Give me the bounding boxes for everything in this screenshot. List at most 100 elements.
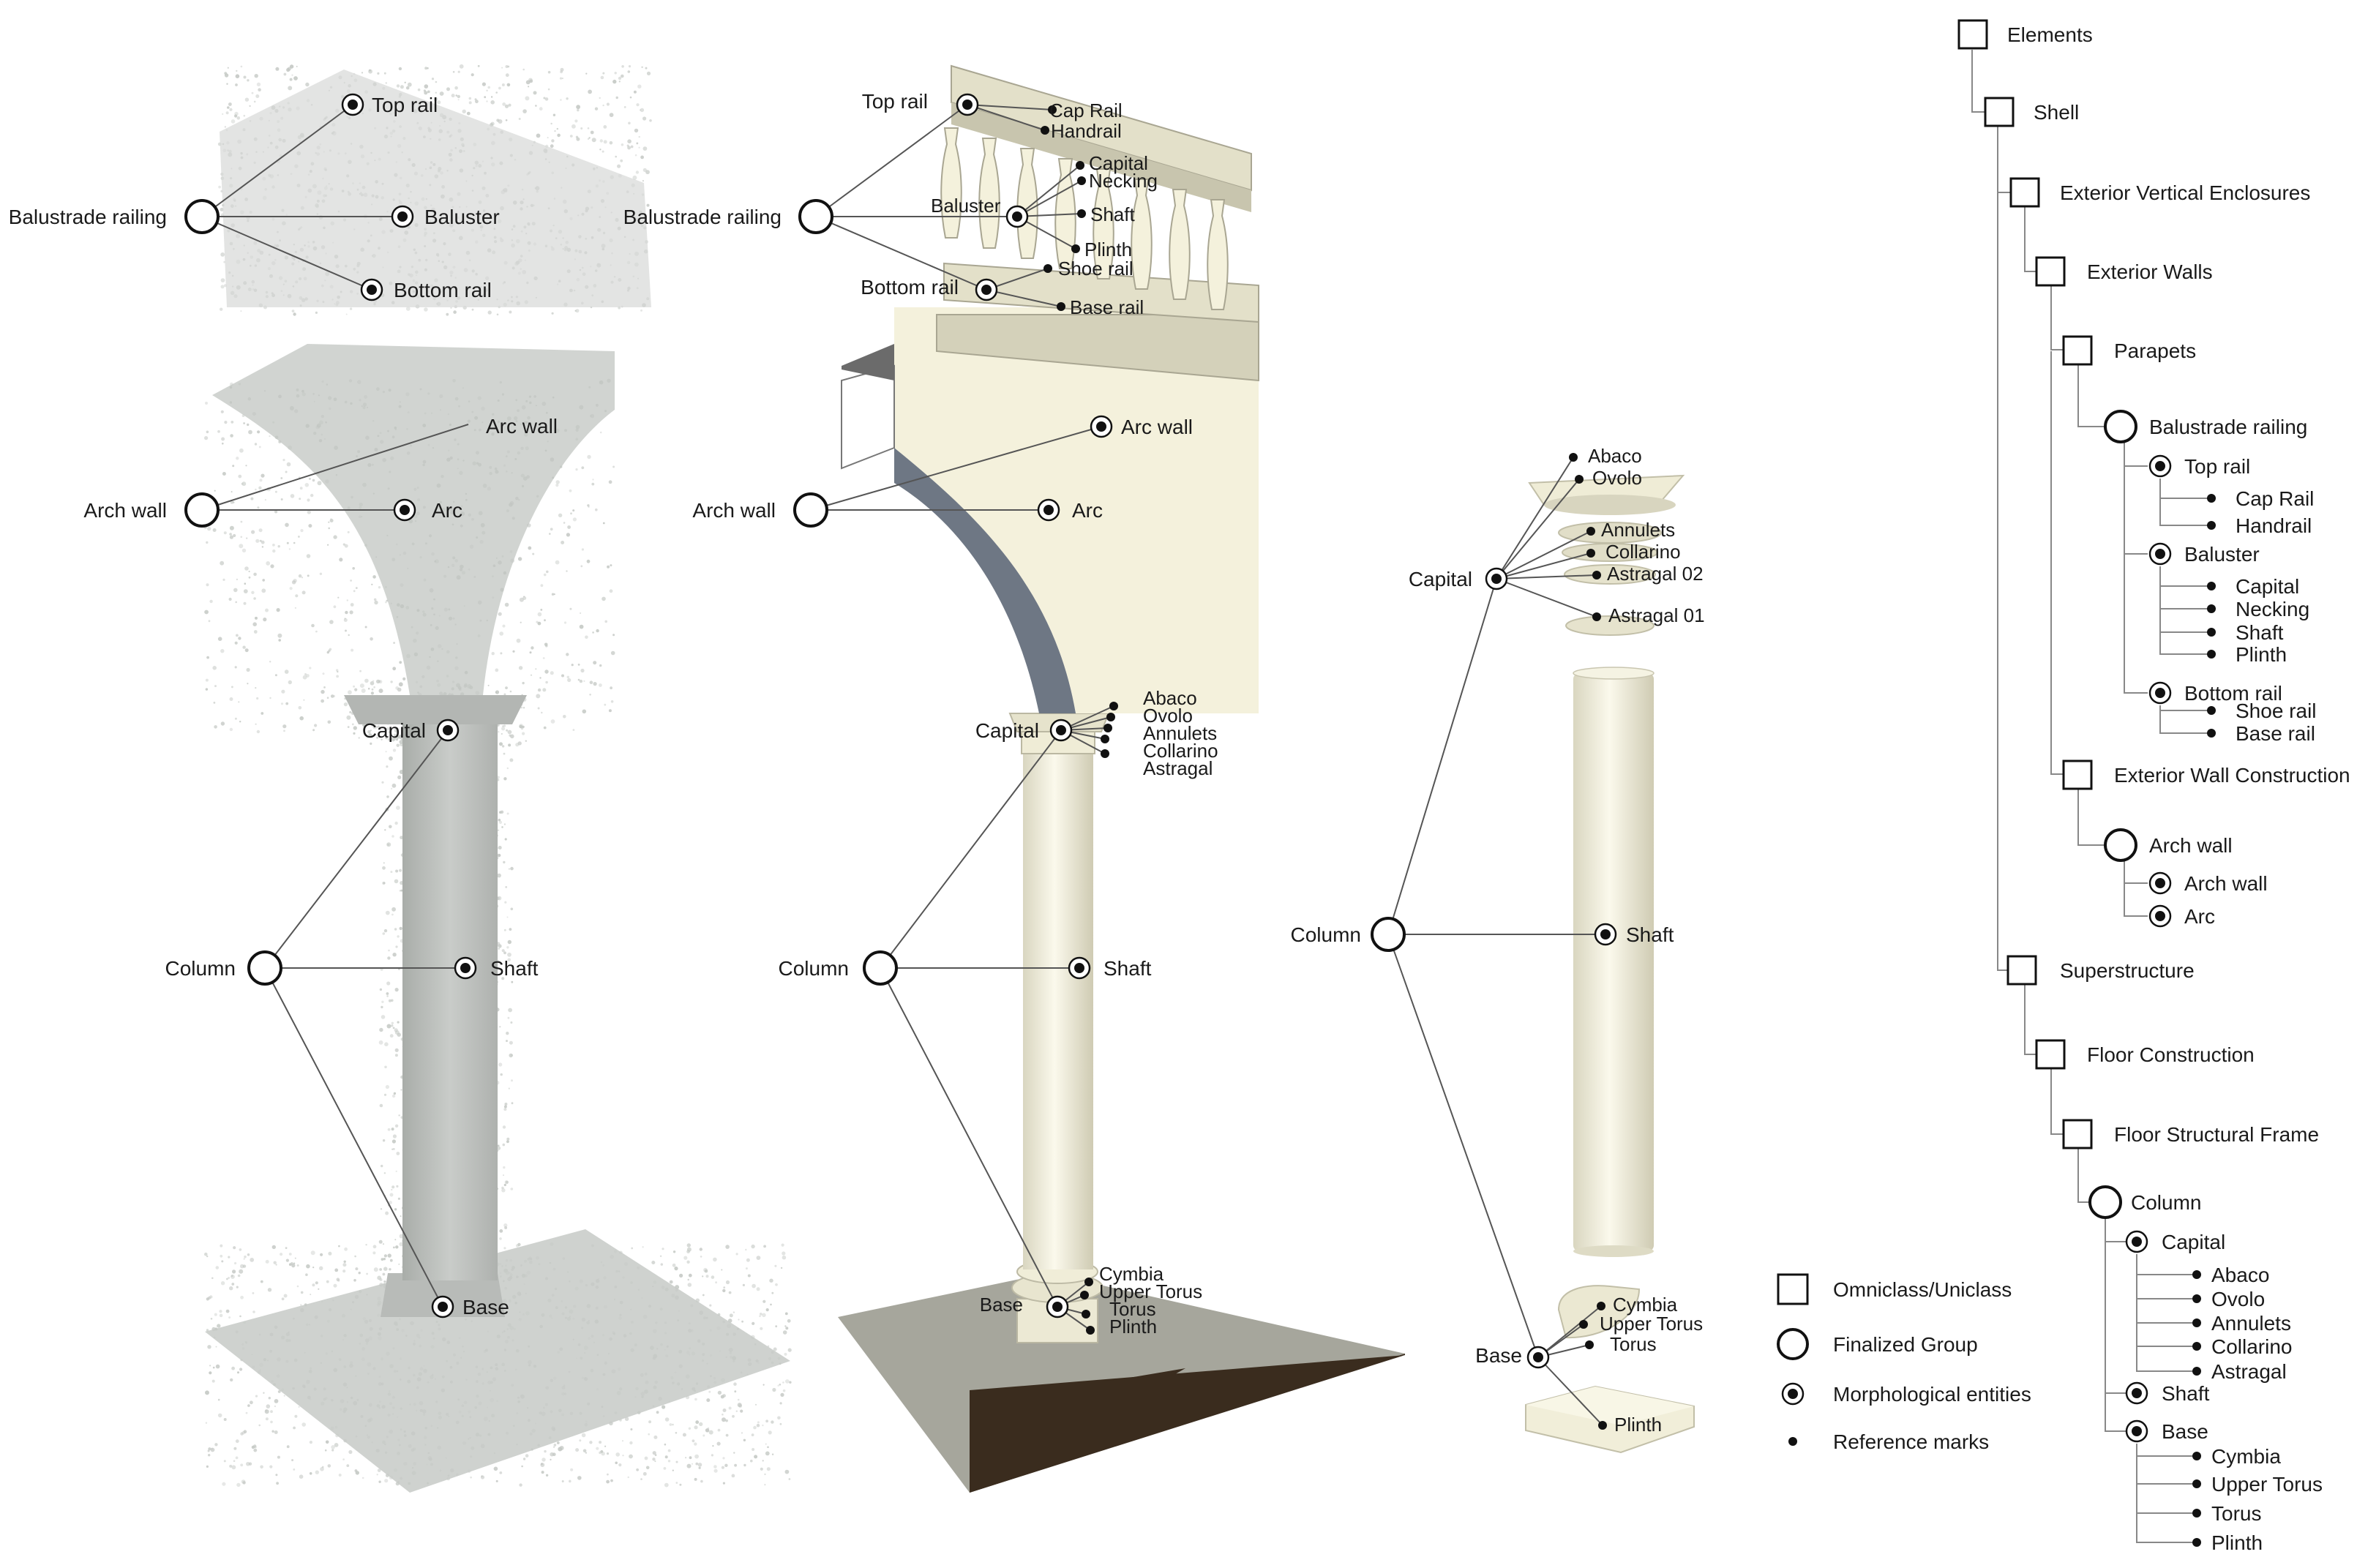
tree-baluster-shaft: Shaft xyxy=(2236,621,2284,644)
label-abaco: Abaco xyxy=(1588,445,1642,467)
label-base: Base xyxy=(1475,1344,1522,1367)
legend-reference-marks: Reference marks xyxy=(1833,1430,1989,1453)
solid-model xyxy=(838,64,1405,1493)
tree-baluster-capital: Capital xyxy=(2236,575,2299,598)
label-cap-rail: Cap Rail xyxy=(1049,100,1123,121)
tree-baluster: Baluster xyxy=(2184,543,2260,566)
label-capital: Capital xyxy=(1409,568,1472,590)
label-arc-wall: Arc wall xyxy=(1121,416,1193,438)
cloud-floor xyxy=(205,1229,790,1493)
morph-marker xyxy=(956,93,979,116)
tree-arch-wall-group: Arch wall xyxy=(2149,834,2233,857)
morph-marker xyxy=(431,1295,454,1318)
label-astragal: Astragal xyxy=(1143,757,1213,779)
tree-floor-structural-frame: Floor Structural Frame xyxy=(2114,1123,2319,1146)
baluster-shape xyxy=(1131,179,1153,290)
tree-ovolo: Ovolo xyxy=(2211,1288,2265,1310)
morph-marker xyxy=(1526,1346,1550,1369)
tree-floor-construction: Floor Construction xyxy=(2087,1043,2255,1066)
cloud-capital xyxy=(344,695,527,724)
label-cymbia: Cymbia xyxy=(1613,1294,1678,1316)
baluster-shape xyxy=(1093,168,1114,280)
tree-superstructure: Superstructure xyxy=(2060,959,2195,982)
point-cloud-model xyxy=(203,64,792,1493)
legend-circle-symbol xyxy=(1777,1328,1809,1360)
tree-plinth: Plinth xyxy=(2211,1531,2263,1554)
label-column: Column xyxy=(1291,923,1361,946)
label-balustrade-railing: Balustrade railing xyxy=(9,206,167,228)
finalized-group-marker xyxy=(798,199,833,234)
label-torus: Torus xyxy=(1610,1333,1657,1355)
label-collarino: Collarino xyxy=(1143,740,1218,762)
tree-abaco: Abaco xyxy=(2211,1264,2269,1286)
tree-node-square xyxy=(1957,19,1988,50)
tree-node-square xyxy=(2062,759,2093,790)
tree-node-circle xyxy=(2104,410,2137,443)
finalized-group-marker xyxy=(1371,917,1406,952)
label-shoe-rail: Shoe rail xyxy=(1058,258,1133,280)
cloud-balustrade xyxy=(220,70,651,307)
legend: Omniclass/Uniclass Finalized Group Morph… xyxy=(1777,1273,2031,1453)
label-bottom-rail: Bottom rail xyxy=(394,279,492,301)
pointcloud-annotations: Balustrade railing Top rail Baluster Bot… xyxy=(9,93,558,1318)
tree-node-morph xyxy=(2125,1381,2148,1405)
legend-square-symbol xyxy=(1777,1273,1809,1305)
tree-node-morph xyxy=(2148,871,2172,895)
exploded-shaft xyxy=(1573,673,1654,1251)
tree-shell: Shell xyxy=(2034,101,2079,124)
cloud-shaft xyxy=(402,724,498,1280)
tree-baluster-plinth: Plinth xyxy=(2236,643,2287,666)
tree-node-morph xyxy=(2148,904,2172,928)
baluster-shape xyxy=(940,127,962,239)
morph-marker xyxy=(1485,567,1508,590)
label-column: Column xyxy=(165,957,236,980)
label-cymbia: Cymbia xyxy=(1099,1263,1164,1285)
tree-node-square xyxy=(2009,177,2040,208)
label-capital: Capital xyxy=(975,719,1039,742)
tree-astragal: Astragal xyxy=(2211,1360,2287,1383)
morph-marker xyxy=(391,205,414,228)
label-annulets: Annulets xyxy=(1143,722,1217,744)
cloud-arch-wall xyxy=(212,344,615,695)
label-baluster-shaft: Shaft xyxy=(1090,203,1135,225)
label-baluster: Baluster xyxy=(424,206,500,228)
tree-shaft: Shaft xyxy=(2162,1382,2210,1405)
tree-arc: Arc xyxy=(2184,905,2215,928)
morph-marker xyxy=(436,719,460,742)
finalized-group-marker xyxy=(184,492,220,528)
label-base: Base xyxy=(462,1296,509,1318)
reference-marks xyxy=(1569,453,1607,1430)
label-top-rail: Top rail xyxy=(862,90,928,113)
label-astragal-02: Astragal 02 xyxy=(1607,563,1704,585)
morph-marker xyxy=(1090,415,1113,438)
label-base-rail: Base rail xyxy=(1070,296,1144,318)
tree-top-rail: Top rail xyxy=(2184,455,2250,478)
hierarchy-tree: Elements Shell Exterior Vertical Enclosu… xyxy=(1957,19,2350,1554)
baluster-shape xyxy=(1016,148,1038,259)
label-base: Base xyxy=(980,1294,1023,1316)
label-column: Column xyxy=(779,957,849,980)
label-astragal-01: Astragal 01 xyxy=(1608,604,1705,626)
finalized-group-marker xyxy=(793,492,828,528)
morph-marker xyxy=(975,278,998,301)
label-handrail: Handrail xyxy=(1051,120,1122,142)
label-baluster-capital: Capital xyxy=(1089,152,1148,174)
label-arc: Arc xyxy=(432,499,462,522)
morph-marker xyxy=(341,93,364,116)
tree-shoe-rail: Shoe rail xyxy=(2236,699,2317,722)
label-ovolo: Ovolo xyxy=(1143,705,1193,727)
label-shaft: Shaft xyxy=(490,957,539,980)
label-top-rail: Top rail xyxy=(372,94,438,116)
morph-marker xyxy=(1594,923,1617,946)
tree-upper-torus: Upper Torus xyxy=(2211,1473,2323,1496)
tree-exterior-wall-construction: Exterior Wall Construction xyxy=(2114,764,2350,787)
tree-node-square xyxy=(2062,335,2093,366)
tree-node-square xyxy=(2006,955,2037,986)
morph-marker xyxy=(393,498,416,522)
baluster-shape xyxy=(1207,199,1229,310)
tree-capital: Capital xyxy=(2162,1231,2225,1253)
tree-column: Column xyxy=(2131,1191,2201,1214)
tree-connectors xyxy=(1971,50,2211,1543)
tree-annulets: Annulets xyxy=(2211,1312,2291,1335)
